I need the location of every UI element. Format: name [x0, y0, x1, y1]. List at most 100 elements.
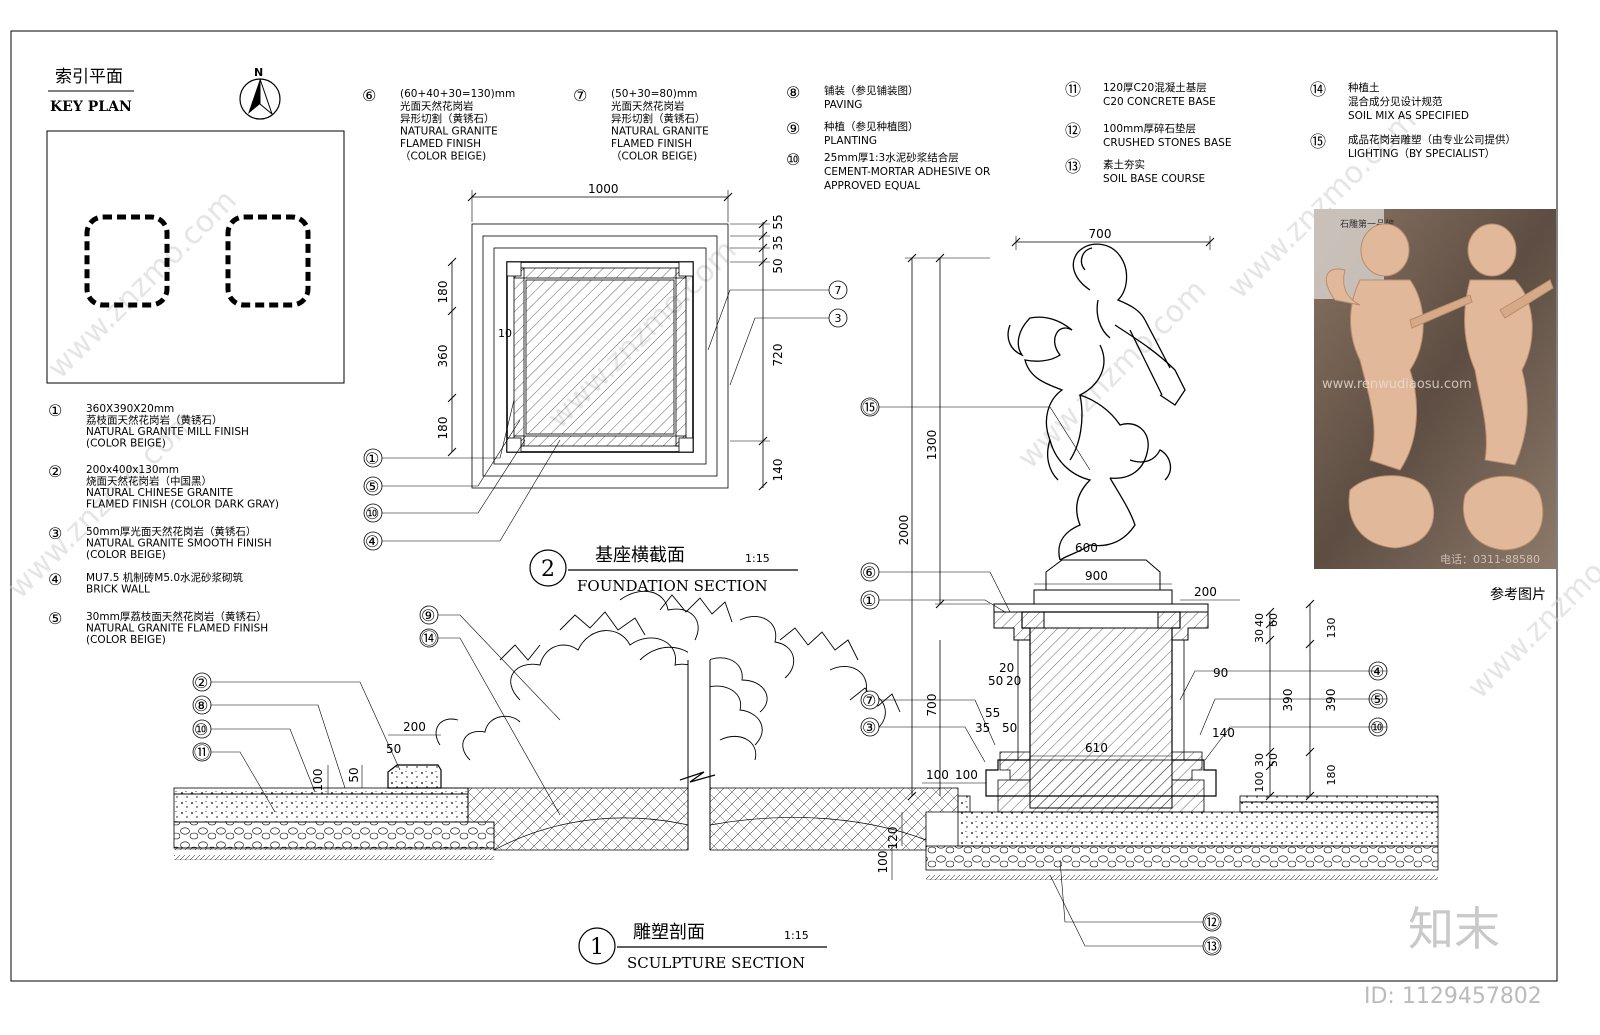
svg-text:180: 180 — [436, 281, 450, 304]
svg-text:200: 200 — [1194, 585, 1217, 599]
legend-number: ⑤ — [48, 609, 62, 628]
section-title-cn: 雕塑剖面 — [633, 922, 705, 943]
svg-text:100: 100 — [876, 851, 890, 874]
north-arrow-icon: N — [239, 66, 281, 120]
legend-line: MU7.5 机制砖M5.0水泥砂浆砌筑 — [86, 571, 244, 584]
svg-text:⑨: ⑨ — [421, 606, 435, 625]
sculpture-section: 2000 1300 700 700 600 900 200 610 40 30 … — [173, 227, 1439, 972]
svg-text:50: 50 — [1267, 753, 1280, 767]
legend-line: 荔枝面天然花岗岩（黄锈石） — [86, 414, 223, 427]
legend-line: 光面天然花岗岩 — [611, 100, 685, 113]
legend-line: （COLOR BEIGE) — [611, 151, 697, 163]
svg-text:④: ④ — [1370, 662, 1384, 681]
legend-item: ⑮ 成品花岗岩雕塑（由专业公司提供） LIGHTING（BY SPECIALIST） — [1310, 132, 1516, 160]
legend-line: 30mm厚荔枝面天然花岗岩（黄锈石） — [86, 610, 267, 623]
legend-line: CRUSHED STONES BASE — [1103, 137, 1231, 149]
svg-text:②: ② — [194, 673, 208, 692]
legend-line: 混合成分见设计规范 — [1348, 95, 1443, 108]
photo-caption: 参考图片 — [1490, 586, 1546, 603]
svg-text:360: 360 — [436, 345, 450, 368]
section-title-en: FOUNDATION SECTION — [577, 577, 768, 595]
callout-marker: ⑩ — [363, 439, 526, 523]
legend-line: NATURAL CHINESE GRANITE — [86, 487, 233, 499]
watermark: www.znzmo.com — [1011, 273, 1214, 476]
legend-number: ⑥ — [362, 86, 376, 105]
legend-line: NATURAL GRANITE — [611, 126, 709, 138]
callout-marker: ⑧ — [192, 695, 346, 789]
legend-line: NATURAL GRANITE SMOOTH FINISH — [86, 538, 272, 550]
svg-text:⑮: ⑮ — [862, 398, 878, 417]
svg-text:50: 50 — [386, 742, 401, 756]
callout-marker: ⑮ — [860, 397, 1091, 471]
svg-text:50: 50 — [771, 258, 785, 273]
svg-text:20: 20 — [1006, 674, 1021, 688]
legend-line: 成品花岗岩雕塑（由专业公司提供） — [1348, 133, 1516, 146]
legend-line: FLAMED FINISH (COLOR DARK GRAY) — [86, 499, 279, 511]
section-title-en: SCULPTURE SECTION — [627, 954, 805, 972]
svg-text:600: 600 — [1075, 541, 1098, 555]
legend-line: FLAMED FINISH — [611, 138, 692, 150]
dim-700: 700 — [925, 694, 939, 717]
legend-line: APPROVED EQUAL — [824, 180, 920, 192]
legend-line: 烧面天然花岗岩（中国黑） — [86, 475, 212, 488]
svg-text:⑭: ⑭ — [421, 629, 437, 648]
svg-text:①: ① — [862, 591, 876, 610]
svg-text:⑩: ⑩ — [194, 720, 208, 739]
svg-text:⑤: ⑤ — [1370, 690, 1384, 709]
callout-marker: ⑩ — [1204, 717, 1388, 761]
legend-item: ⑥(60+40+30=130)mm光面天然花岗岩异形切割（黄锈石）NATURAL… — [362, 86, 515, 163]
svg-text:⑩: ⑩ — [1370, 718, 1384, 737]
legend-number: ⑫ — [1065, 121, 1081, 140]
legend-line: NATURAL GRANITE FLAMED FINISH — [86, 623, 268, 635]
legend-item: ⑤ 30mm厚荔枝面天然花岗岩（黄锈石）NATURAL GRANITE FLAME… — [48, 609, 268, 646]
legend-number: ⑨ — [786, 119, 800, 138]
legend-line: 种植土 — [1348, 81, 1380, 94]
section-title-cn: 基座横截面 — [595, 545, 685, 566]
legend-line: SOIL MIX AS SPECIFIED — [1348, 110, 1469, 122]
callout-marker: ① — [363, 399, 515, 468]
legend-number: ⑧ — [786, 83, 800, 102]
legend-line: (50+30=80)mm — [611, 88, 697, 100]
svg-text:⑪: ⑪ — [194, 743, 210, 762]
callout-marker: ⑤ — [363, 419, 521, 496]
legend-line: 素土夯实 — [1103, 158, 1145, 171]
legend-line: SOIL BASE COURSE — [1103, 173, 1205, 185]
reference-photo: 石雕第一品牌 www.renwudiaosu.com 电话：0311-88580… — [1314, 209, 1556, 603]
svg-text:30: 30 — [1253, 753, 1266, 767]
callout-marker: ⑦ — [860, 690, 996, 746]
svg-text:130: 130 — [1325, 618, 1338, 639]
svg-text:35: 35 — [975, 721, 990, 735]
callout-marker: ⑨ — [419, 605, 561, 721]
svg-text:20: 20 — [999, 661, 1014, 675]
svg-text:⑥: ⑥ — [862, 563, 876, 582]
svg-text:900: 900 — [1085, 569, 1108, 583]
key-plan: 索引平面 KEY PLAN N — [46, 66, 345, 384]
legend-line: NATURAL GRANITE — [400, 126, 498, 138]
legend-number: ⑮ — [1310, 132, 1326, 151]
legend-line: (60+40+30=130)mm — [400, 88, 515, 100]
callout-marker: ⑪ — [192, 742, 276, 813]
callout-marker: ④ — [1179, 661, 1388, 701]
legend-line: (COLOR BEIGE) — [86, 549, 166, 561]
watermark: www.znzmo.com — [41, 183, 244, 386]
callout-marker: ⑫ — [1059, 859, 1222, 932]
svg-text:55: 55 — [985, 706, 1000, 720]
key-plan-title-en: KEY PLAN — [50, 99, 132, 115]
callout-marker: ① — [860, 590, 1006, 613]
legend-line: LIGHTING（BY SPECIALIST） — [1348, 148, 1495, 160]
svg-text:700: 700 — [1089, 227, 1112, 241]
plinth-outline — [225, 214, 311, 308]
callout-marker: ⑥ — [860, 562, 1011, 613]
legend-number: ⑦ — [573, 86, 587, 105]
legend-number: ③ — [48, 524, 62, 543]
svg-text:⑦: ⑦ — [862, 691, 876, 710]
svg-text:390: 390 — [1324, 689, 1338, 712]
